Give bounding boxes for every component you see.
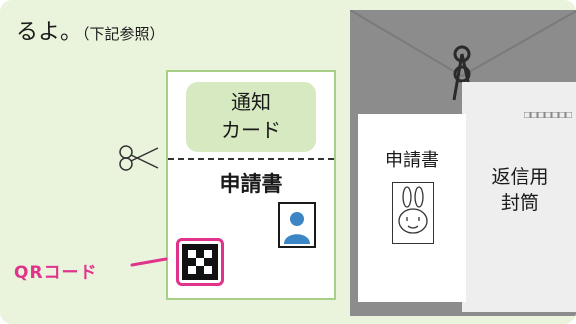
return-envelope-label: 返信用 封筒 — [482, 164, 558, 216]
notice-card-line2: カード — [221, 118, 281, 142]
mailing-envelope: 返信用 封筒 申請書 — [350, 10, 576, 316]
postal-code-boxes — [524, 112, 572, 118]
notice-card-line1: 通知 — [231, 90, 271, 114]
rabbit-mascot-icon — [392, 182, 434, 244]
notice-card: 通知 カード — [186, 82, 316, 152]
qr-pointer-line — [130, 257, 168, 267]
return-envelope: 返信用 封筒 — [462, 82, 576, 312]
scissors-icon — [119, 145, 159, 171]
intro-note: （下記参照） — [82, 25, 165, 43]
application-form-sheet: 申請書 — [358, 114, 466, 302]
qr-code-icon — [176, 238, 224, 286]
application-title: 申請書 — [219, 172, 283, 196]
intro-text: るよ。（下記参照） — [16, 14, 165, 46]
return-envelope-line1: 返信用 — [491, 166, 549, 188]
application-card: 通知 カード 申請書 — [166, 70, 336, 300]
intro-main: るよ。 — [16, 20, 83, 45]
photo-icon — [278, 202, 316, 248]
return-envelope-line2: 封筒 — [500, 192, 539, 214]
cut-line — [168, 158, 334, 160]
qr-code-label: QRコード — [14, 263, 98, 283]
form-sheet-title: 申請書 — [385, 150, 439, 171]
